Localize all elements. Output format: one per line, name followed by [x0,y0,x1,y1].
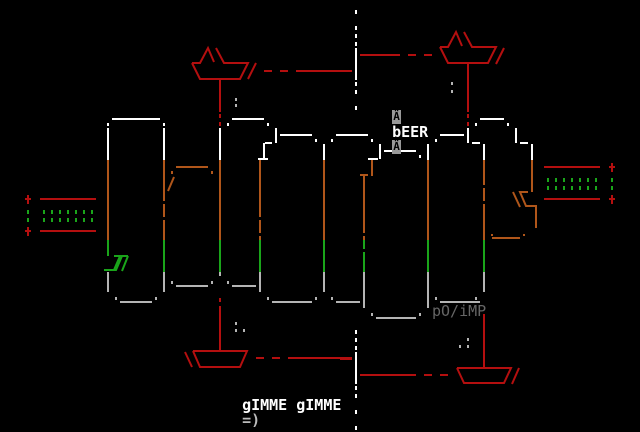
beer-mug-icon: Ä [392,140,402,154]
right-plug [544,163,615,204]
cylinder-tops [107,118,528,160]
gimme-label: gIMME gIMME =) [224,383,341,428]
top-right-boat [439,29,505,65]
bottom-left-boat [184,350,249,368]
pipes [219,54,485,376]
cylinder-bottoms [115,281,480,319]
beer-text: bEER [392,123,429,141]
left-plug [25,195,96,236]
gimme-text: gIMME gIMME [242,396,342,414]
green-spark [104,255,129,272]
beer-label: Ä bEER Ä [374,95,428,155]
artist-credit: pO/iMP [432,302,487,320]
cylinder-columns [107,128,533,308]
inner-details [167,160,537,239]
gray-dots [235,82,469,348]
smiley-icon: =) [242,411,261,429]
bottom-right-boat [456,367,520,385]
beer-mug-icon: Ä [392,110,402,124]
top-left-boat [191,45,257,80]
